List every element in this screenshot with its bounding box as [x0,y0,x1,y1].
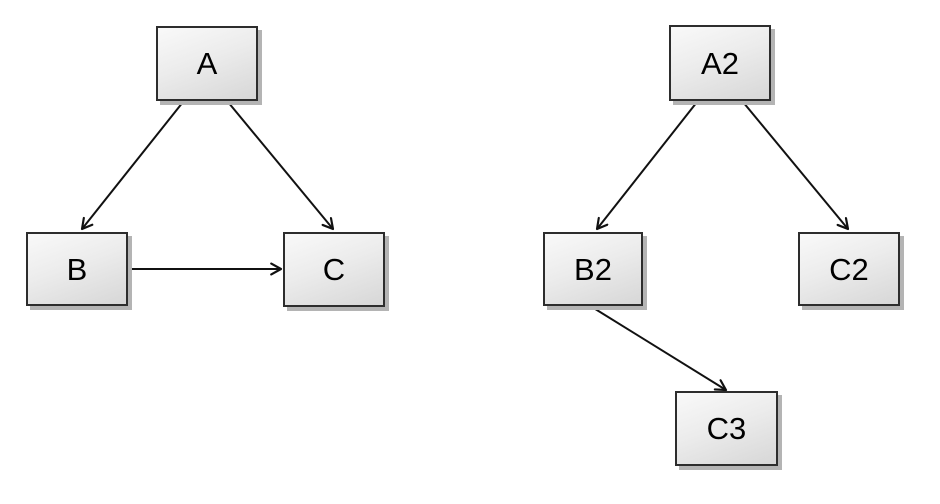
edge-A2-C2 [742,101,850,231]
node-B: B [26,232,128,306]
edge-A-B [80,101,184,231]
node-B-label: B [66,251,88,287]
node-A: A [156,26,258,101]
node-A2-label: A2 [701,45,739,81]
node-C2: C2 [798,232,900,306]
node-C-label: C [322,252,346,287]
node-B2-label: B2 [574,251,612,287]
node-A2: A2 [669,25,771,101]
edge-A-C [227,101,335,231]
edge-A2-B2 [595,101,698,231]
node-C2-label: C2 [829,251,869,287]
node-A-label: A [196,46,218,81]
node-C: C [283,232,385,307]
node-C3: C3 [675,391,778,466]
node-B2: B2 [543,232,643,306]
node-C3-label: C3 [706,411,747,446]
edge-B2-C3 [591,306,728,392]
